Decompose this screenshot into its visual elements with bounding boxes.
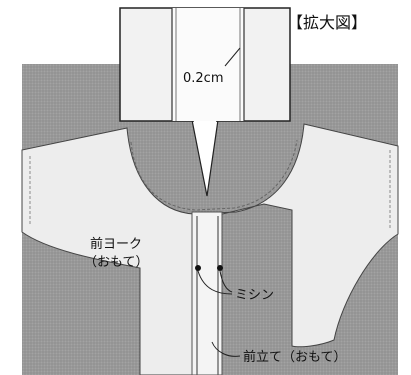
front-yoke-piece — [21, 123, 399, 375]
stitch-leader-left — [197, 270, 233, 295]
seam-width-leader — [224, 47, 241, 67]
stitch-marker-right — [217, 265, 223, 271]
stitch-marker-left — [195, 265, 201, 271]
zoom-placket-band — [172, 8, 244, 121]
stitch-label: ミシン — [235, 288, 274, 303]
seam-width-label: 0.2cm — [183, 71, 224, 86]
yoke-edge-stitch — [29, 150, 391, 228]
stitch-leader-right — [219, 270, 233, 293]
yoke-neckline-stitch — [130, 139, 298, 211]
front-yoke-sublabel: （おもて） — [84, 255, 148, 270]
zoom-title: 【拡大図】 — [287, 13, 367, 32]
front-yoke-label: 前ヨーク — [90, 236, 142, 252]
placket-leader — [211, 341, 241, 357]
front-placket-label: 前立て（おもて） — [243, 349, 346, 365]
